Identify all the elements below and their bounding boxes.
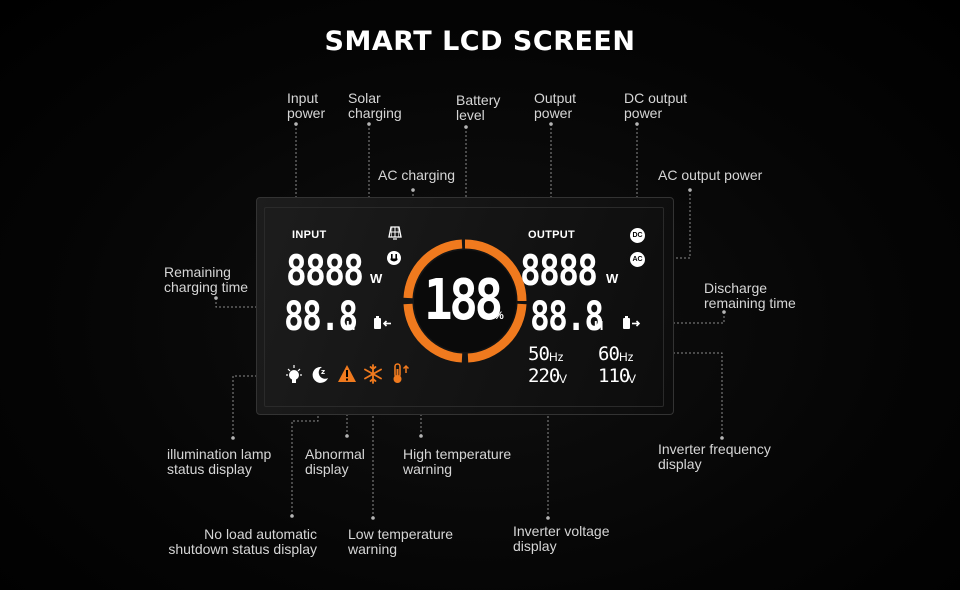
freq-left-unit: Hz [549, 350, 564, 364]
label-solar-charging: Solar charging [348, 90, 402, 121]
label-discharge-remaining-time: Discharge remaining time [704, 280, 796, 311]
output-header: OUTPUT [528, 229, 576, 241]
snowflake-icon [364, 364, 382, 384]
moon-sleep-icon: z [312, 366, 328, 383]
volt-left-unit: V [559, 372, 568, 386]
label-inverter-frequency: Inverter frequency display [658, 441, 771, 472]
volt-right-unit: V [628, 372, 637, 386]
dc-badge-icon: DC [630, 228, 645, 243]
label-high-temperature-warning: High temperature warning [403, 446, 512, 477]
label-output-power: Output power [534, 90, 577, 121]
freq-right-unit: Hz [619, 350, 634, 364]
volt-right-readout: 110 [598, 365, 630, 387]
svg-text:z: z [321, 368, 325, 376]
leader-illumination [232, 375, 283, 438]
label-no-load-shutdown: No load automatic shutdown status displa… [168, 526, 317, 557]
battery-ring-segment-1 [464, 239, 527, 302]
page-title: SMART LCD SCREEN [324, 26, 636, 57]
lightbulb-icon [286, 365, 302, 383]
output-watts-readout: 8888 [520, 246, 598, 295]
label-input-power: Input power [287, 90, 326, 121]
battery-out-icon [623, 316, 641, 329]
input-hours-unit: H [346, 318, 356, 333]
output-watts-unit: W [606, 271, 619, 286]
ac-badge-icon: AC [630, 252, 645, 267]
thermometer-high-icon [393, 363, 410, 383]
label-remaining-charging-time: Remaining charging time [164, 264, 249, 295]
battery-ring-segment-4 [403, 239, 463, 299]
battery-percent-unit: % [494, 310, 504, 322]
battery-percent-readout: 188 [424, 268, 503, 333]
output-hours-unit: H [594, 318, 604, 333]
label-battery-level: Battery level [456, 92, 501, 123]
battery-ring-segment-3 [403, 303, 463, 363]
volt-left-readout: 220 [528, 365, 560, 387]
input-hours-readout: 88.8 [284, 294, 358, 340]
label-illumination-lamp: illumination lamp status display [167, 446, 272, 477]
input-watts-readout: 8888 [286, 246, 364, 295]
battery-ring-segment-2 [467, 303, 527, 363]
label-abnormal-display: Abnormal display [305, 446, 365, 477]
input-header: INPUT [292, 229, 327, 241]
battery-ring [403, 239, 527, 363]
warning-triangle-icon [338, 365, 356, 382]
output-hours-readout: 88.8 [530, 294, 604, 340]
label-low-temperature-warning: Low temperature warning [348, 526, 454, 557]
solar-panel-icon [388, 226, 402, 240]
freq-left-readout: 50 [528, 343, 550, 365]
label-dc-output-power: DC output power [624, 90, 688, 121]
freq-right-readout: 60 [598, 343, 620, 365]
lcd-panel-inner [264, 207, 664, 407]
battery-in-icon [374, 316, 391, 329]
leader-inverter-frequency [652, 352, 723, 438]
label-inverter-voltage: Inverter voltage display [513, 523, 610, 554]
ac-plug-icon [387, 251, 401, 265]
label-ac-output-power: AC output power [658, 167, 763, 183]
input-watts-unit: W [370, 271, 383, 286]
label-ac-charging: AC charging [378, 167, 456, 183]
leader-remaining-charging [215, 298, 278, 308]
